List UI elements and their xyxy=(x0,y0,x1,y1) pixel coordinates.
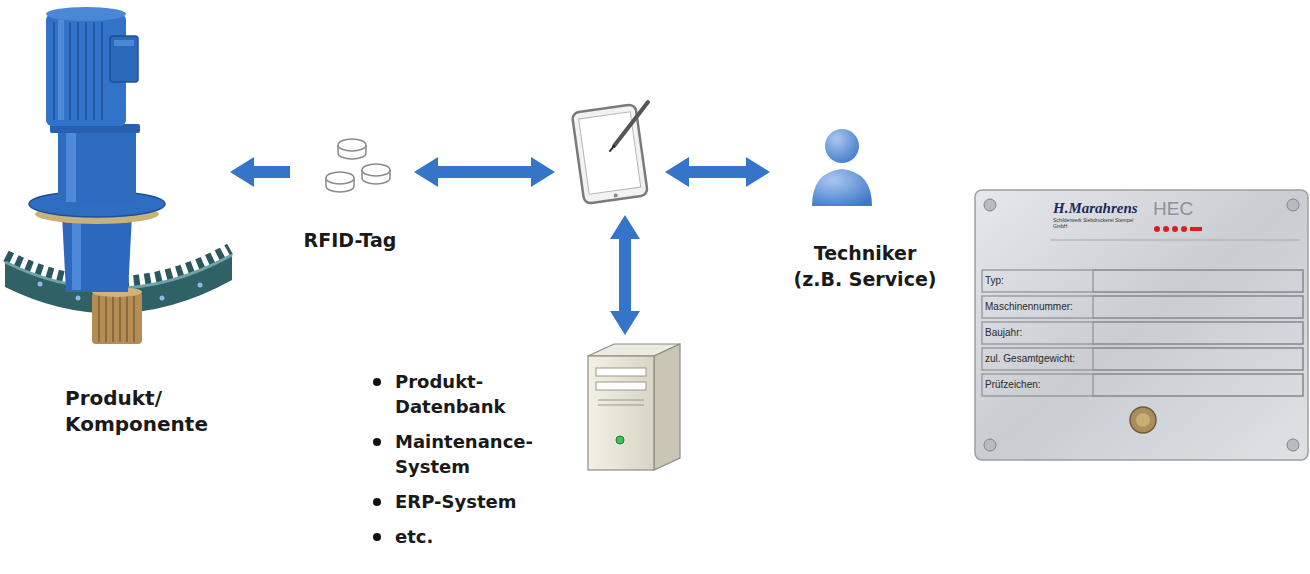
text-slot: etc. xyxy=(395,524,567,549)
field-label: zul. Gesamtgewicht: xyxy=(985,348,1090,370)
node-label: RFID-Tag xyxy=(290,228,410,252)
stylus-icon xyxy=(610,102,648,151)
block-arrow xyxy=(254,166,290,178)
text-slot: Prüfzeichen: xyxy=(985,374,1090,396)
field-label: Maschinennummer: xyxy=(985,296,1090,318)
nameplate-node: H.MarahrensSchilderwerk Siebdruckerei St… xyxy=(975,190,1308,460)
brand-subtitle: Schilderwerk Siebdruckerei Stempel GmbH xyxy=(1053,217,1145,229)
person-icon xyxy=(812,129,872,206)
text-slot: zul. Gesamtgewicht: xyxy=(985,348,1090,370)
rfid-node: RFID-Tag xyxy=(290,120,414,260)
text-slot: Produkt- Datenbank xyxy=(395,369,567,419)
text-slot: ERP-System xyxy=(395,489,567,514)
block-arrow xyxy=(438,166,531,178)
gearbox-illustration xyxy=(5,7,232,344)
technician-node: Techniker (z.B. Service) xyxy=(770,110,960,305)
text-slot: Maintenance- System xyxy=(395,429,567,479)
text-slot: Schilderwerk Siebdruckerei Stempel GmbH xyxy=(1053,217,1145,229)
system-list-item: Produkt- Datenbank xyxy=(395,369,567,419)
server-icon xyxy=(588,344,680,470)
brand-logo: HEC xyxy=(1153,198,1213,220)
field-label: Baujahr: xyxy=(985,322,1090,344)
text-slot: H.Marahrens xyxy=(1053,199,1148,217)
node-label: Produkt/ Komponente xyxy=(65,385,225,437)
nameplate-illustration xyxy=(975,190,1308,460)
text-slot: Maschinennummer: xyxy=(985,296,1090,318)
product-node: Produkt/ Komponente xyxy=(0,0,230,445)
tablet-node xyxy=(555,95,665,215)
rfid-tag-icon xyxy=(326,139,390,192)
text-slot: HEC xyxy=(1153,198,1213,220)
text-slot: Typ: xyxy=(985,270,1090,292)
field-label: Typ: xyxy=(985,270,1090,292)
server-node: Produkt- DatenbankMaintenance- SystemERP… xyxy=(360,335,690,571)
text-slot: Baujahr: xyxy=(985,322,1090,344)
system-list-item: etc. xyxy=(395,524,567,549)
system-list-item: Maintenance- System xyxy=(395,429,567,479)
block-arrow xyxy=(689,166,746,178)
text-slot: Produkt/ Komponente xyxy=(65,385,225,437)
text-slot: RFID-Tag xyxy=(290,228,410,252)
bullet-dot xyxy=(373,378,381,386)
brand-name: H.Marahrens xyxy=(1053,199,1148,217)
system-list-item: ERP-System xyxy=(395,489,567,514)
node-label: Techniker (z.B. Service) xyxy=(787,240,943,292)
text-slot: Techniker (z.B. Service) xyxy=(787,240,943,292)
field-label: Prüfzeichen: xyxy=(985,374,1090,396)
block-arrow xyxy=(619,239,631,311)
bullet-dot xyxy=(373,498,381,506)
bullet-dot xyxy=(373,533,381,541)
bullet-dot xyxy=(373,438,381,446)
